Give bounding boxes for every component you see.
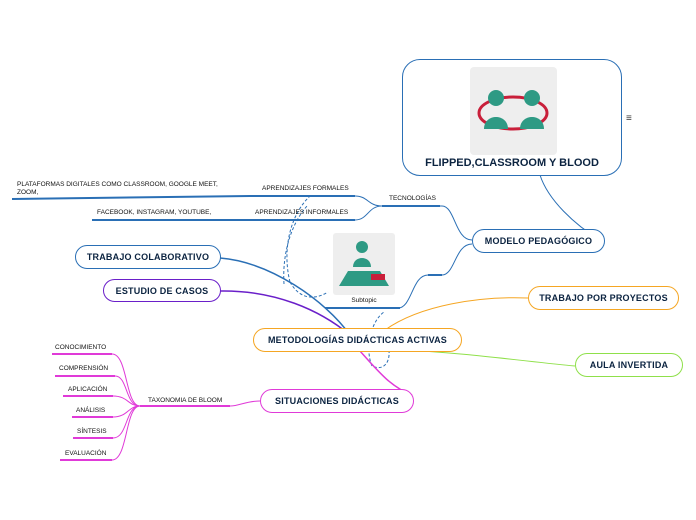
label-aprendizajes-informales[interactable]: APRENDIZAJES INFORMALES [255, 209, 349, 216]
label-tecnologias[interactable]: TECNOLOGÍAS [389, 195, 436, 202]
node-aula-invertida[interactable]: AULA INVERTIDA [575, 353, 683, 377]
root-topic[interactable]: FLIPPED,CLASSROOM Y BLOOD [402, 59, 622, 176]
bloom-item[interactable]: CONOCIMIENTO [55, 344, 107, 351]
root-title: FLIPPED,CLASSROOM Y BLOOD [425, 157, 599, 169]
two-people-exchange-icon [470, 67, 557, 155]
bloom-item[interactable]: EVALUACIÓN [65, 450, 107, 457]
bloom-item[interactable]: SÍNTESIS [77, 428, 107, 435]
node-trabajo-proyectos[interactable]: TRABAJO POR PROYECTOS [528, 286, 679, 310]
notes-icon[interactable]: ≡ [626, 113, 632, 124]
label-aprendizajes-formales[interactable]: APRENDIZAJES FORMALES [262, 185, 349, 192]
bloom-item[interactable]: APLICACIÓN [68, 386, 108, 393]
subtopic-label: Subtopic [351, 297, 377, 304]
label-taxonomia-bloom[interactable]: TAXONOMIA DE BLOOM [148, 397, 223, 404]
label-plataformas[interactable]: PLATAFORMAS DIGITALES COMO CLASSROOM, GO… [17, 181, 218, 196]
bloom-item[interactable]: ANÁLISIS [76, 407, 106, 414]
node-situaciones[interactable]: SITUACIONES DIDÁCTICAS [260, 389, 414, 413]
label-facebook[interactable]: FACEBOOK, INSTAGRAM, YOUTUBE, [97, 209, 212, 216]
bloom-item[interactable]: COMPRENSIÓN [59, 365, 109, 372]
node-metodologias[interactable]: METODOLOGÍAS DIDÁCTICAS ACTIVAS [253, 328, 462, 352]
node-estudio-casos[interactable]: ESTUDIO DE CASOS [103, 279, 221, 302]
node-modelo-pedagogico[interactable]: MODELO PEDAGÓGICO [472, 229, 605, 253]
node-trabajo-colaborativo[interactable]: TRABAJO COLABORATIVO [75, 245, 221, 269]
subtopic-teacher-icon[interactable] [333, 233, 395, 295]
